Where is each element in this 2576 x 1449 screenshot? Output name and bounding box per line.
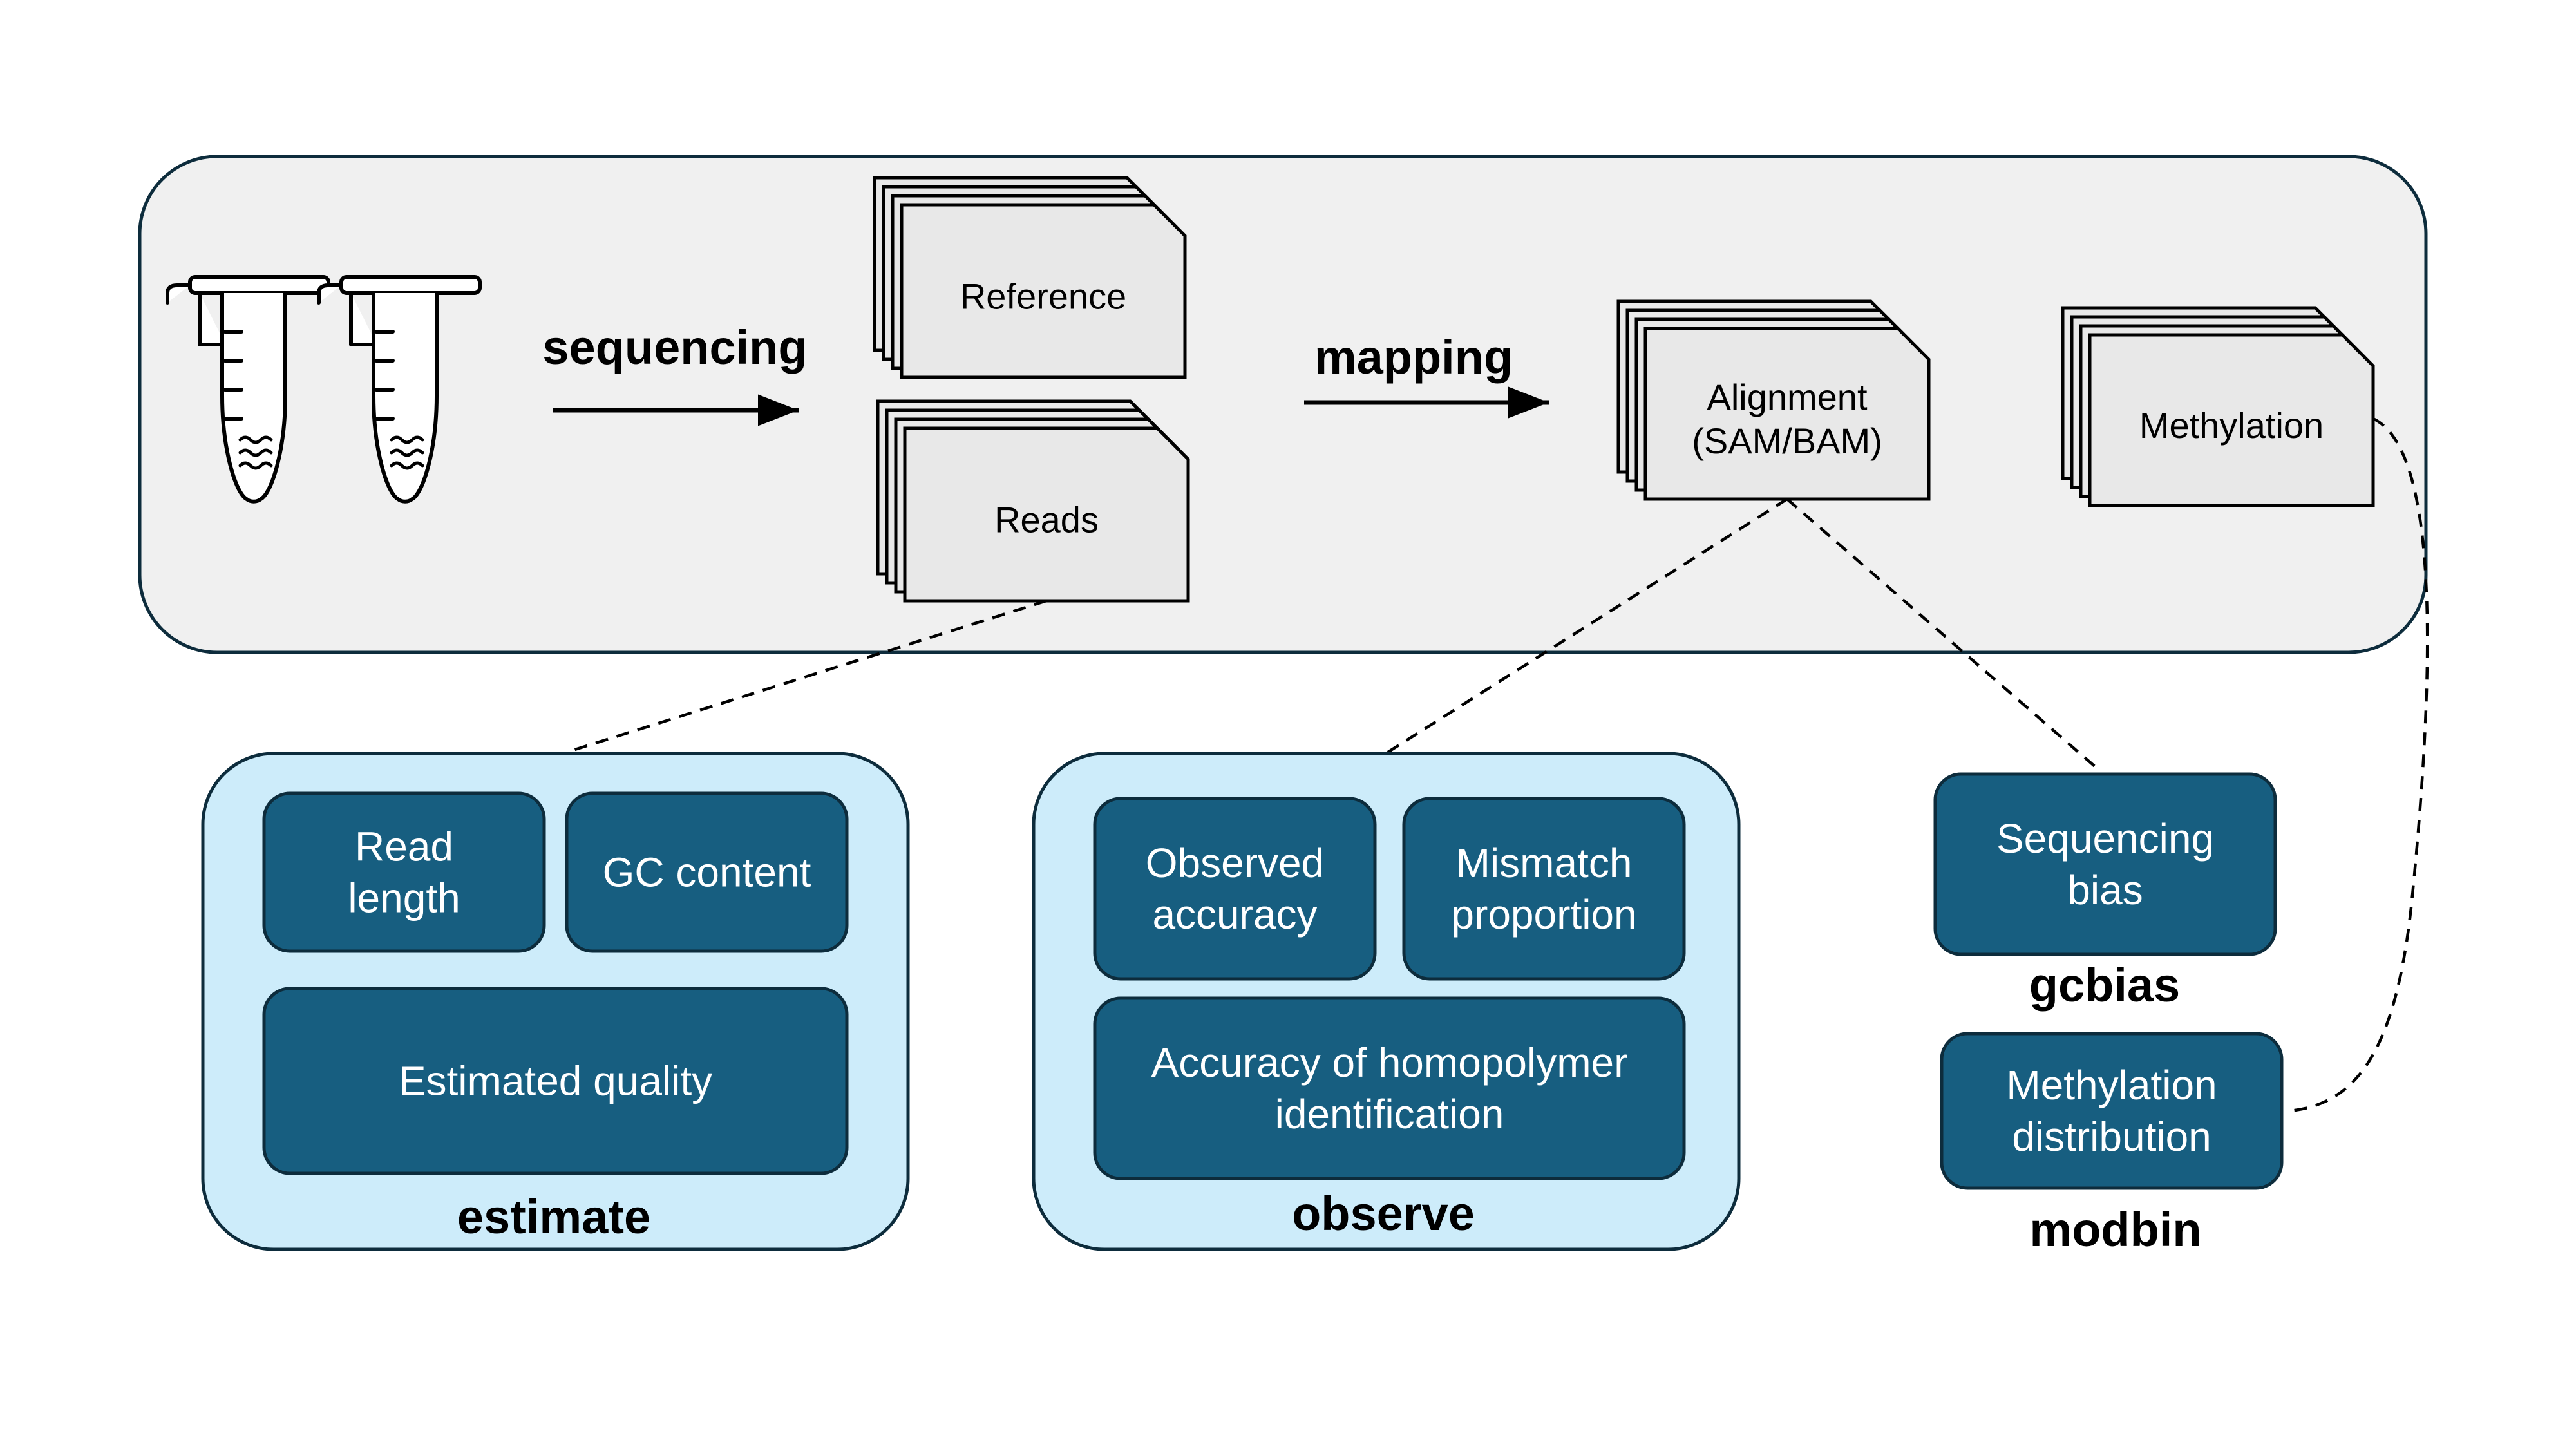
mismatch-proportion-metric-label-line-2: proportion <box>1451 891 1636 938</box>
methylation-distribution-metric-label-line-1: Methylation <box>2006 1062 2217 1108</box>
methylation-document-front-sheet <box>2088 333 2375 507</box>
estimated-quality-metric-label-line-1: Estimated quality <box>399 1058 712 1104</box>
sequencing-bias-metric-label-line-2: bias <box>2067 867 2143 913</box>
estimate-module-title: estimate <box>457 1190 650 1244</box>
sequencing-bias-metric: Sequencing bias <box>1933 772 2277 956</box>
alignment-to-gcbias-connector <box>1786 498 2102 773</box>
homopolymer-accuracy-metric: Accuracy of homopolymer identification <box>1093 996 1686 1180</box>
read-length-metric-label-line-1: Read <box>355 824 453 870</box>
mismatch-proportion-metric-label-line-1: Mismatch <box>1456 840 1633 886</box>
gc-content-metric: GC content <box>565 791 849 953</box>
alignment-document-front-sheet <box>1643 327 1931 501</box>
alignment-document-label-line-1: Alignment <box>1707 377 1867 417</box>
observed-accuracy-metric: Observed accuracy <box>1093 797 1377 981</box>
read-length-metric: Read length <box>262 791 546 953</box>
methylation-document-label-line-1: Methylation <box>2139 405 2324 446</box>
alignment-document-label-line-2: (SAM/BAM) <box>1692 421 1882 461</box>
gc-content-metric-box <box>565 791 849 953</box>
methylation-distribution-metric-label-line-2: distribution <box>2012 1113 2211 1160</box>
sequencing-bias-metric-box <box>1933 772 2277 956</box>
reads-document-front-sheet <box>903 426 1190 603</box>
estimated-quality-metric: Estimated quality <box>262 987 849 1175</box>
sequencing-bias-metric-label-line-1: Sequencing <box>1996 815 2214 862</box>
methylation-distribution-metric-box <box>1940 1032 2284 1190</box>
reads-to-estimate-connector <box>566 599 1047 754</box>
observe-module-title: observe <box>1292 1187 1475 1240</box>
pipeline-panel <box>138 155 2428 654</box>
mismatch-proportion-metric: Mismatch proportion <box>1402 797 1686 981</box>
methylation-distribution-metric: Methylation distribution <box>1940 1032 2284 1190</box>
methylation-document: Methylation <box>2061 306 2375 507</box>
estimated-quality-metric-box <box>262 987 849 1175</box>
homopolymer-accuracy-metric-label-line-2: identification <box>1275 1091 1504 1137</box>
methylation-to-modbin-connector <box>2289 417 2429 1113</box>
homopolymer-accuracy-metric-box <box>1093 996 1686 1180</box>
observed-accuracy-metric-label-line-2: accuracy <box>1152 891 1317 938</box>
alignment-document: Alignment(SAM/BAM) <box>1616 299 1931 501</box>
observed-accuracy-metric-label-line-1: Observed <box>1146 840 1324 886</box>
reference-document-label-line-1: Reference <box>960 276 1126 317</box>
reads-document: Reads <box>876 399 1190 603</box>
mismatch-proportion-metric-box <box>1402 797 1686 981</box>
reference-document-front-sheet <box>900 203 1187 379</box>
gc-content-metric-label-line-1: GC content <box>603 849 811 896</box>
read-length-metric-label-line-2: length <box>348 875 460 922</box>
gcbias-module-title: gcbias <box>2029 958 2180 1012</box>
sequencing-step-label: sequencing <box>542 321 807 374</box>
mapping-step-label: mapping <box>1314 330 1513 384</box>
observed-accuracy-metric-box <box>1093 797 1377 981</box>
read-length-metric-box <box>262 791 546 953</box>
reads-document-label-line-1: Reads <box>994 500 1099 540</box>
modbin-module-title: modbin <box>2029 1203 2201 1256</box>
homopolymer-accuracy-metric-label-line-1: Accuracy of homopolymer <box>1151 1039 1628 1086</box>
reference-document: Reference <box>873 176 1187 379</box>
